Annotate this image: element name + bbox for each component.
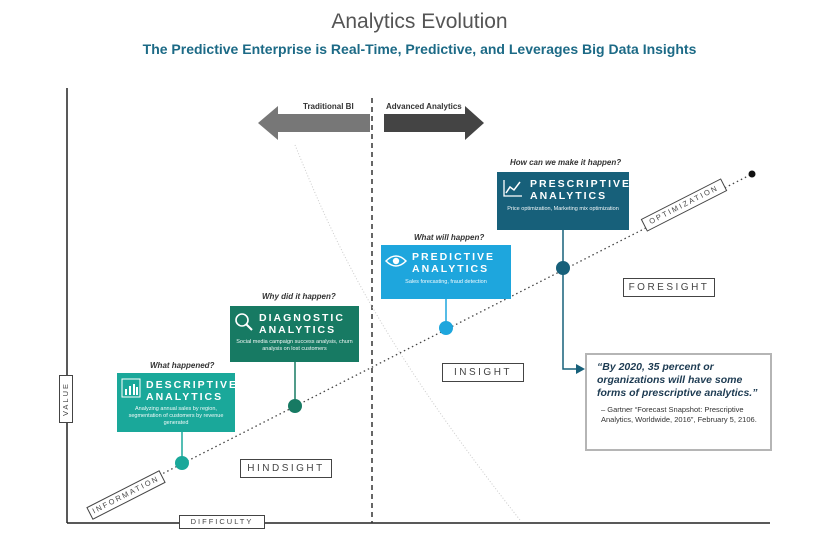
diagnostic-question: Why did it happen? — [262, 292, 336, 301]
prescriptive-desc: Price optimization, Marketing mix optimi… — [507, 206, 619, 212]
magnifier-icon — [235, 313, 253, 331]
y-axis-label: VALUE — [59, 375, 73, 423]
insight-label: INSIGHT — [442, 363, 524, 382]
descriptive-question: What happened? — [150, 361, 215, 370]
diagnostic-title-1: DIAGNOSTIC — [259, 312, 345, 324]
bar-chart-icon — [121, 378, 141, 398]
prescriptive-stem — [562, 230, 578, 370]
diagnostic-title-2: ANALYTICS — [259, 324, 337, 336]
prescriptive-box: PRESCRIPTIVE ANALYTICS Price optimizatio… — [497, 172, 629, 230]
prescriptive-title-1: PRESCRIPTIVE — [530, 178, 632, 190]
diagnostic-desc: Social media campaign success analysis, … — [236, 339, 353, 352]
predictive-title-1: PREDICTIVE — [412, 251, 496, 263]
traditional-bi-label: Traditional BI — [303, 102, 354, 111]
trend-chart-icon — [503, 180, 522, 197]
descriptive-title-2: ANALYTICS — [146, 391, 224, 403]
quote-text: “By 2020, 35 percent or organizations wi… — [597, 361, 758, 399]
eye-icon — [385, 255, 407, 267]
predictive-title-2: ANALYTICS — [412, 263, 490, 275]
hindsight-label: HINDSIGHT — [240, 459, 332, 478]
trend-line — [94, 173, 753, 509]
right-arrow — [384, 106, 484, 140]
predictive-box: PREDICTIVE ANALYTICS Sales forecasting, … — [381, 245, 511, 299]
prescriptive-point — [556, 261, 570, 275]
foresight-label: FORESIGHT — [623, 278, 715, 297]
diagnostic-point — [288, 399, 302, 413]
diagnostic-box: DIAGNOSTIC ANALYTICS Social media campai… — [230, 306, 359, 362]
prescriptive-arrowhead — [576, 364, 585, 374]
prescriptive-title-2: ANALYTICS — [530, 190, 608, 202]
prescriptive-question: How can we make it happen? — [510, 158, 622, 167]
quote-citation: – Gartner “Forecast Snapshot: Prescripti… — [601, 405, 757, 424]
left-arrow — [258, 106, 370, 140]
page-subtitle: The Predictive Enterprise is Real-Time, … — [142, 41, 697, 57]
advanced-analytics-label: Advanced Analytics — [386, 102, 462, 111]
predictive-point — [439, 321, 453, 335]
page-title: Analytics Evolution — [331, 10, 508, 33]
predictive-desc: Sales forecasting, fraud detection — [405, 279, 487, 285]
x-axis-label: DIFFICULTY — [179, 515, 265, 529]
trend-end-dot — [748, 170, 756, 178]
descriptive-box: DESCRIPTIVE ANALYTICS Analyzing annual s… — [117, 373, 239, 432]
descriptive-title-1: DESCRIPTIVE — [146, 379, 239, 391]
descriptive-desc: Analyzing annual sales by region, segmen… — [128, 406, 224, 426]
descriptive-point — [175, 456, 189, 470]
predictive-question: What will happen? — [414, 233, 485, 242]
gartner-quote-box: “By 2020, 35 percent or organizations wi… — [585, 353, 772, 451]
